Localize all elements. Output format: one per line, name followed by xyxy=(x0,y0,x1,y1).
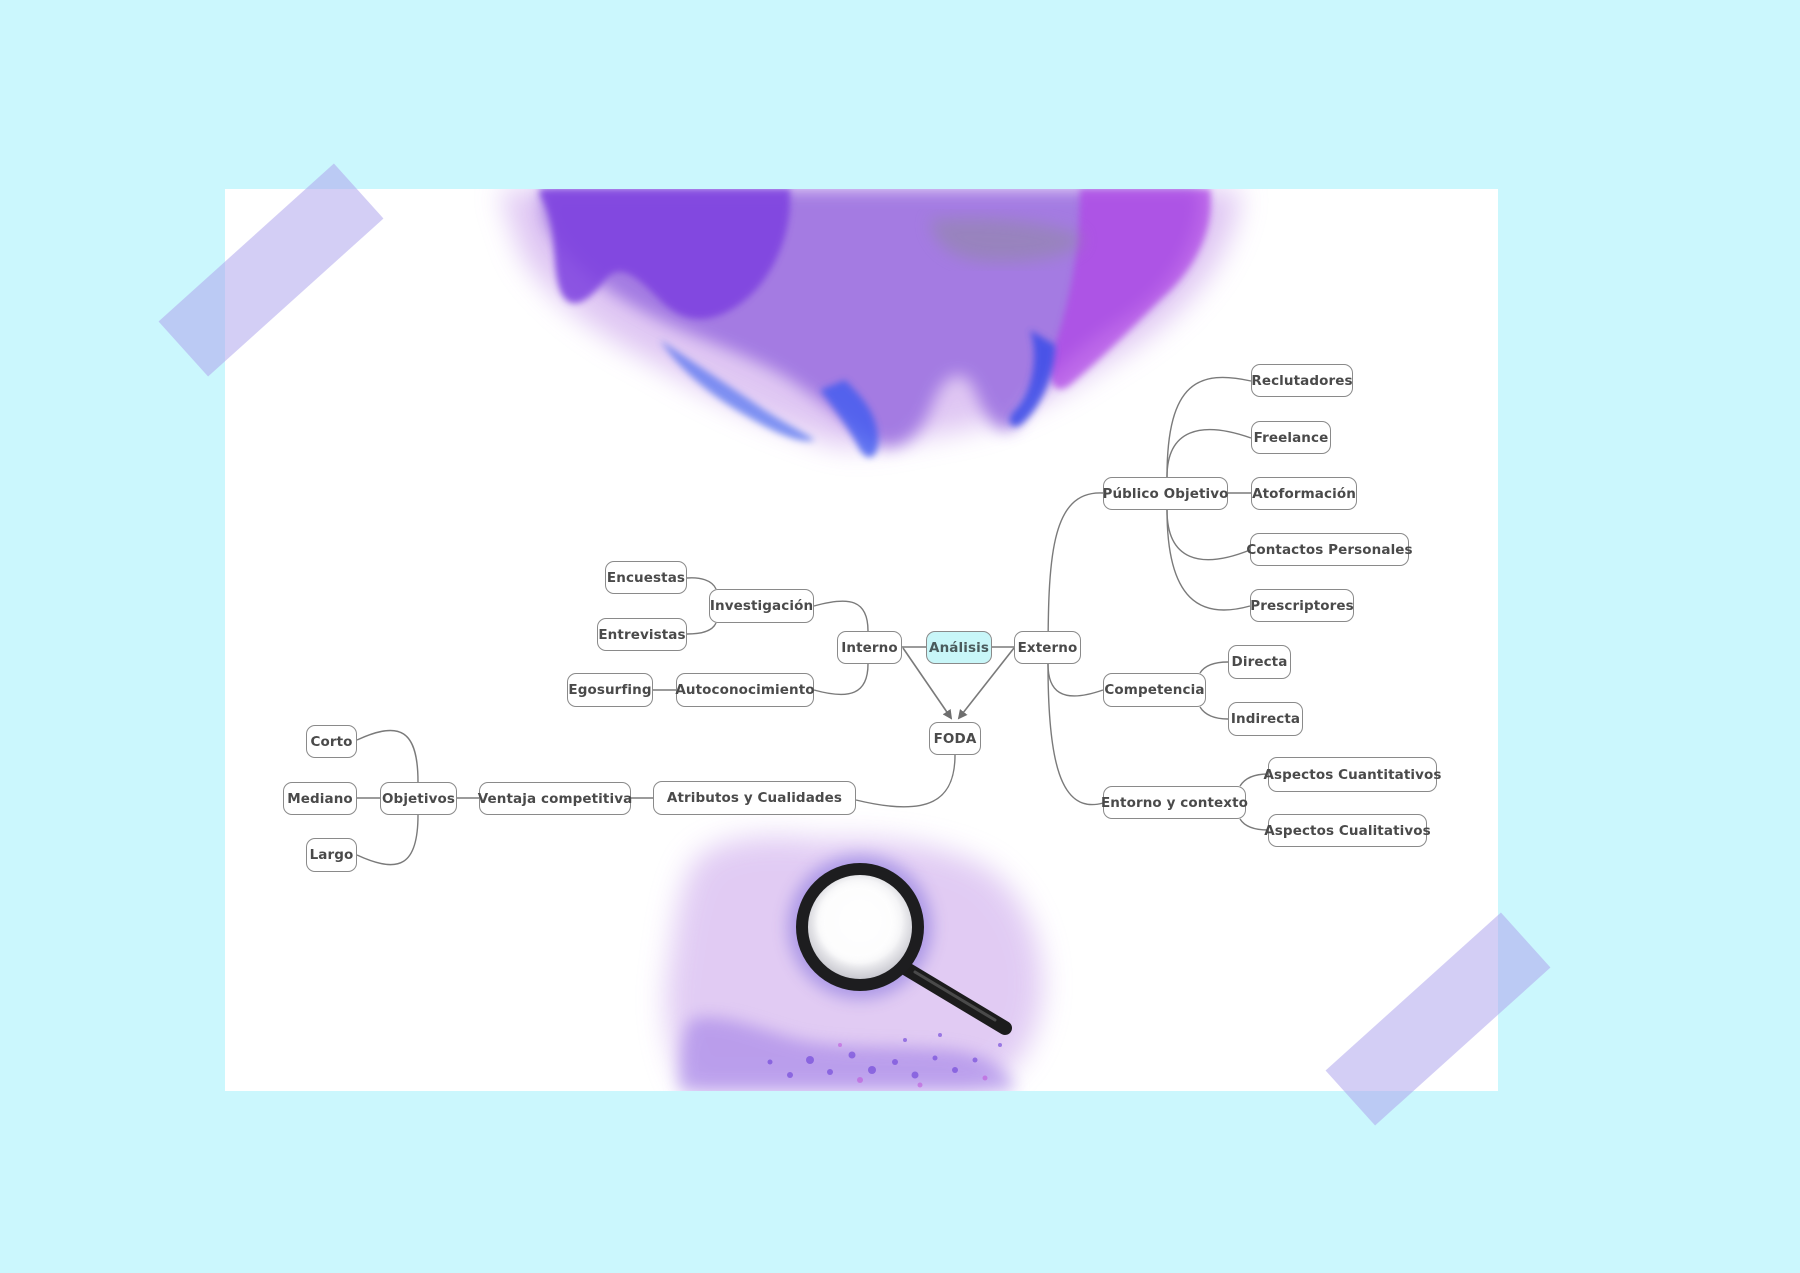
node-contactos-personales[interactable]: Contactos Personales xyxy=(1246,533,1413,566)
node-atributos-cualidades[interactable]: Atributos y Cualidades xyxy=(653,781,856,815)
node-indirecta[interactable]: Indirecta xyxy=(1228,702,1303,736)
node-objetivos[interactable]: Objetivos xyxy=(380,782,457,815)
node-egosurfing[interactable]: Egosurfing xyxy=(567,673,653,707)
node-entorno-contexto[interactable]: Entorno y contexto xyxy=(1101,786,1248,819)
node-aspectos-cualitativos[interactable]: Aspectos Cualitativos xyxy=(1264,814,1431,847)
node-analisis[interactable]: Análisis xyxy=(926,631,992,664)
node-aspectos-cuantitativos[interactable]: Aspectos Cuantitativos xyxy=(1263,757,1441,792)
node-prescriptores[interactable]: Prescriptores xyxy=(1250,589,1354,622)
node-externo[interactable]: Externo xyxy=(1014,631,1081,664)
node-reclutadores[interactable]: Reclutadores xyxy=(1251,364,1353,397)
node-freelance[interactable]: Freelance xyxy=(1251,421,1331,454)
node-autoconocimiento[interactable]: Autoconocimiento xyxy=(675,673,815,707)
node-competencia[interactable]: Competencia xyxy=(1103,673,1206,707)
node-foda[interactable]: FODA xyxy=(929,722,981,755)
node-corto[interactable]: Corto xyxy=(306,725,357,758)
node-publico-objetivo[interactable]: Público Objetivo xyxy=(1102,477,1228,510)
node-interno[interactable]: Interno xyxy=(837,631,902,664)
node-investigacion[interactable]: Investigación xyxy=(709,589,814,623)
node-entrevistas[interactable]: Entrevistas xyxy=(597,618,687,651)
node-largo[interactable]: Largo xyxy=(306,838,357,872)
node-mediano[interactable]: Mediano xyxy=(283,782,357,815)
node-directa[interactable]: Directa xyxy=(1228,645,1291,679)
node-ventaja-competitiva[interactable]: Ventaja competitiva xyxy=(478,782,632,815)
node-encuestas[interactable]: Encuestas xyxy=(605,561,687,594)
node-atoformacion[interactable]: Atoformación xyxy=(1251,477,1357,510)
